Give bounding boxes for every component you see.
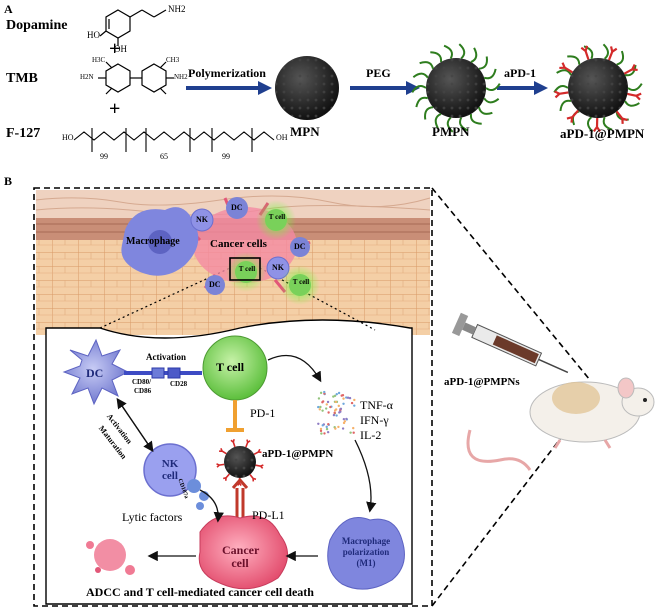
tumor-zoom-frame — [33, 187, 433, 607]
f127-structure — [73, 128, 275, 152]
t-cell-small — [226, 200, 320, 305]
mouse-label: aPD-1@PMPNs — [444, 376, 520, 388]
tumor-tcell-label-3: T cell — [292, 278, 310, 286]
macrophage-m1-label: Macrophage polarization (M1) — [341, 536, 391, 568]
tmb-ch3: CH3 — [166, 56, 180, 64]
f127-n3: 99 — [222, 152, 230, 161]
cd86-label: CD86 — [134, 387, 152, 395]
cd80-label: CD80/ — [132, 378, 152, 386]
tmb-h2n: H2N — [80, 73, 94, 81]
tumor-macrophage-label: Macrophage — [126, 236, 180, 247]
macrophage-m1 — [327, 517, 405, 590]
cd28-label: CD28 — [170, 380, 188, 388]
product-apd1-pmpn: aPD-1@PMPN — [560, 126, 645, 141]
tumor-dc-label-1: DC — [231, 203, 243, 212]
pd1-label: PD-1 — [250, 406, 276, 420]
nk-cell-label: NK cell — [161, 458, 179, 482]
dopamine-structure — [99, 9, 167, 46]
syringe — [451, 312, 569, 374]
dopamine-nh2: NH2 — [168, 4, 186, 14]
tumor-tcell-label-1: T cell — [268, 213, 286, 221]
synapse — [124, 367, 202, 379]
pdl1-receptor — [231, 477, 249, 518]
tumor-dc-label-2: DC — [294, 242, 306, 251]
pmpn-particle — [411, 43, 501, 133]
plus-1: + — [109, 38, 121, 60]
lytic-factors-label: Lytic factors — [122, 510, 183, 524]
inset-tcell-label: T cell — [216, 360, 245, 374]
inset-dc-label: DC — [86, 366, 104, 380]
cancer-cell-label: Cancer cell — [222, 543, 260, 570]
tmb-h3c: H3C — [92, 56, 106, 64]
tumor-cancer-label: Cancer cells — [210, 238, 267, 250]
apd1-pmpn-particle — [553, 43, 643, 133]
nk-cell-small — [190, 208, 290, 280]
step-peg: PEG — [366, 66, 391, 80]
f127-ho: HO — [62, 133, 74, 142]
reagent-dopamine: Dopamine — [6, 18, 68, 33]
synthesis-arrows — [186, 81, 548, 95]
dopamine-oh2: OH — [114, 44, 127, 54]
nk-cell — [143, 443, 209, 510]
death-label: ADCC and T cell-mediated cancer cell dea… — [86, 585, 314, 599]
pdl1-label: PD-L1 — [252, 508, 285, 522]
f127-n2: 65 — [160, 152, 168, 161]
tumor-nk-label-1: NK — [196, 215, 208, 224]
product-pmpn: PMPN — [432, 124, 470, 139]
tmb-nh2: NH2 — [174, 73, 188, 81]
cytokine-dots — [317, 390, 356, 435]
tmb-structure — [98, 61, 174, 95]
f127-oh: OH — [276, 133, 288, 142]
reagent-tmb: TMB — [6, 71, 38, 86]
plus-2: + — [109, 98, 121, 120]
reagent-f127: F-127 — [6, 126, 41, 141]
step-apd1: aPD-1 — [504, 66, 536, 80]
pd1-receptor — [226, 400, 244, 432]
zoom-square — [229, 257, 261, 281]
cytokine-tnf: TNF-α — [360, 398, 393, 412]
panel-a-label: A — [4, 2, 13, 16]
cytokine-il2: IL-2 — [360, 428, 382, 442]
panel-b-label: B — [4, 174, 13, 188]
tumor-dc-label-3: DC — [209, 280, 221, 289]
nanoparticle-label: aPD-1@PMPN — [262, 448, 334, 460]
skin-tissue — [35, 190, 431, 340]
activation-label: Activation — [146, 352, 186, 362]
cytokine-ifn: IFN-γ — [360, 413, 389, 427]
dc-cell-small — [205, 197, 310, 295]
step-polymerization: Polymerization — [188, 66, 266, 80]
apd1-pmpn-inset — [216, 438, 264, 486]
tumor-nk-label-2: NK — [272, 263, 284, 272]
dopamine-oh1: HO — [87, 30, 100, 40]
dc-cell — [62, 338, 130, 406]
mpn-particle — [275, 56, 339, 120]
f127-n1: 99 — [100, 152, 108, 161]
dead-cell — [86, 539, 135, 575]
product-mpn: MPN — [290, 124, 320, 139]
pathway-arrows — [116, 354, 377, 562]
tumor-tcell-label-2: T cell — [238, 265, 256, 273]
macrophage-cell — [121, 207, 199, 276]
mouse — [466, 377, 655, 471]
